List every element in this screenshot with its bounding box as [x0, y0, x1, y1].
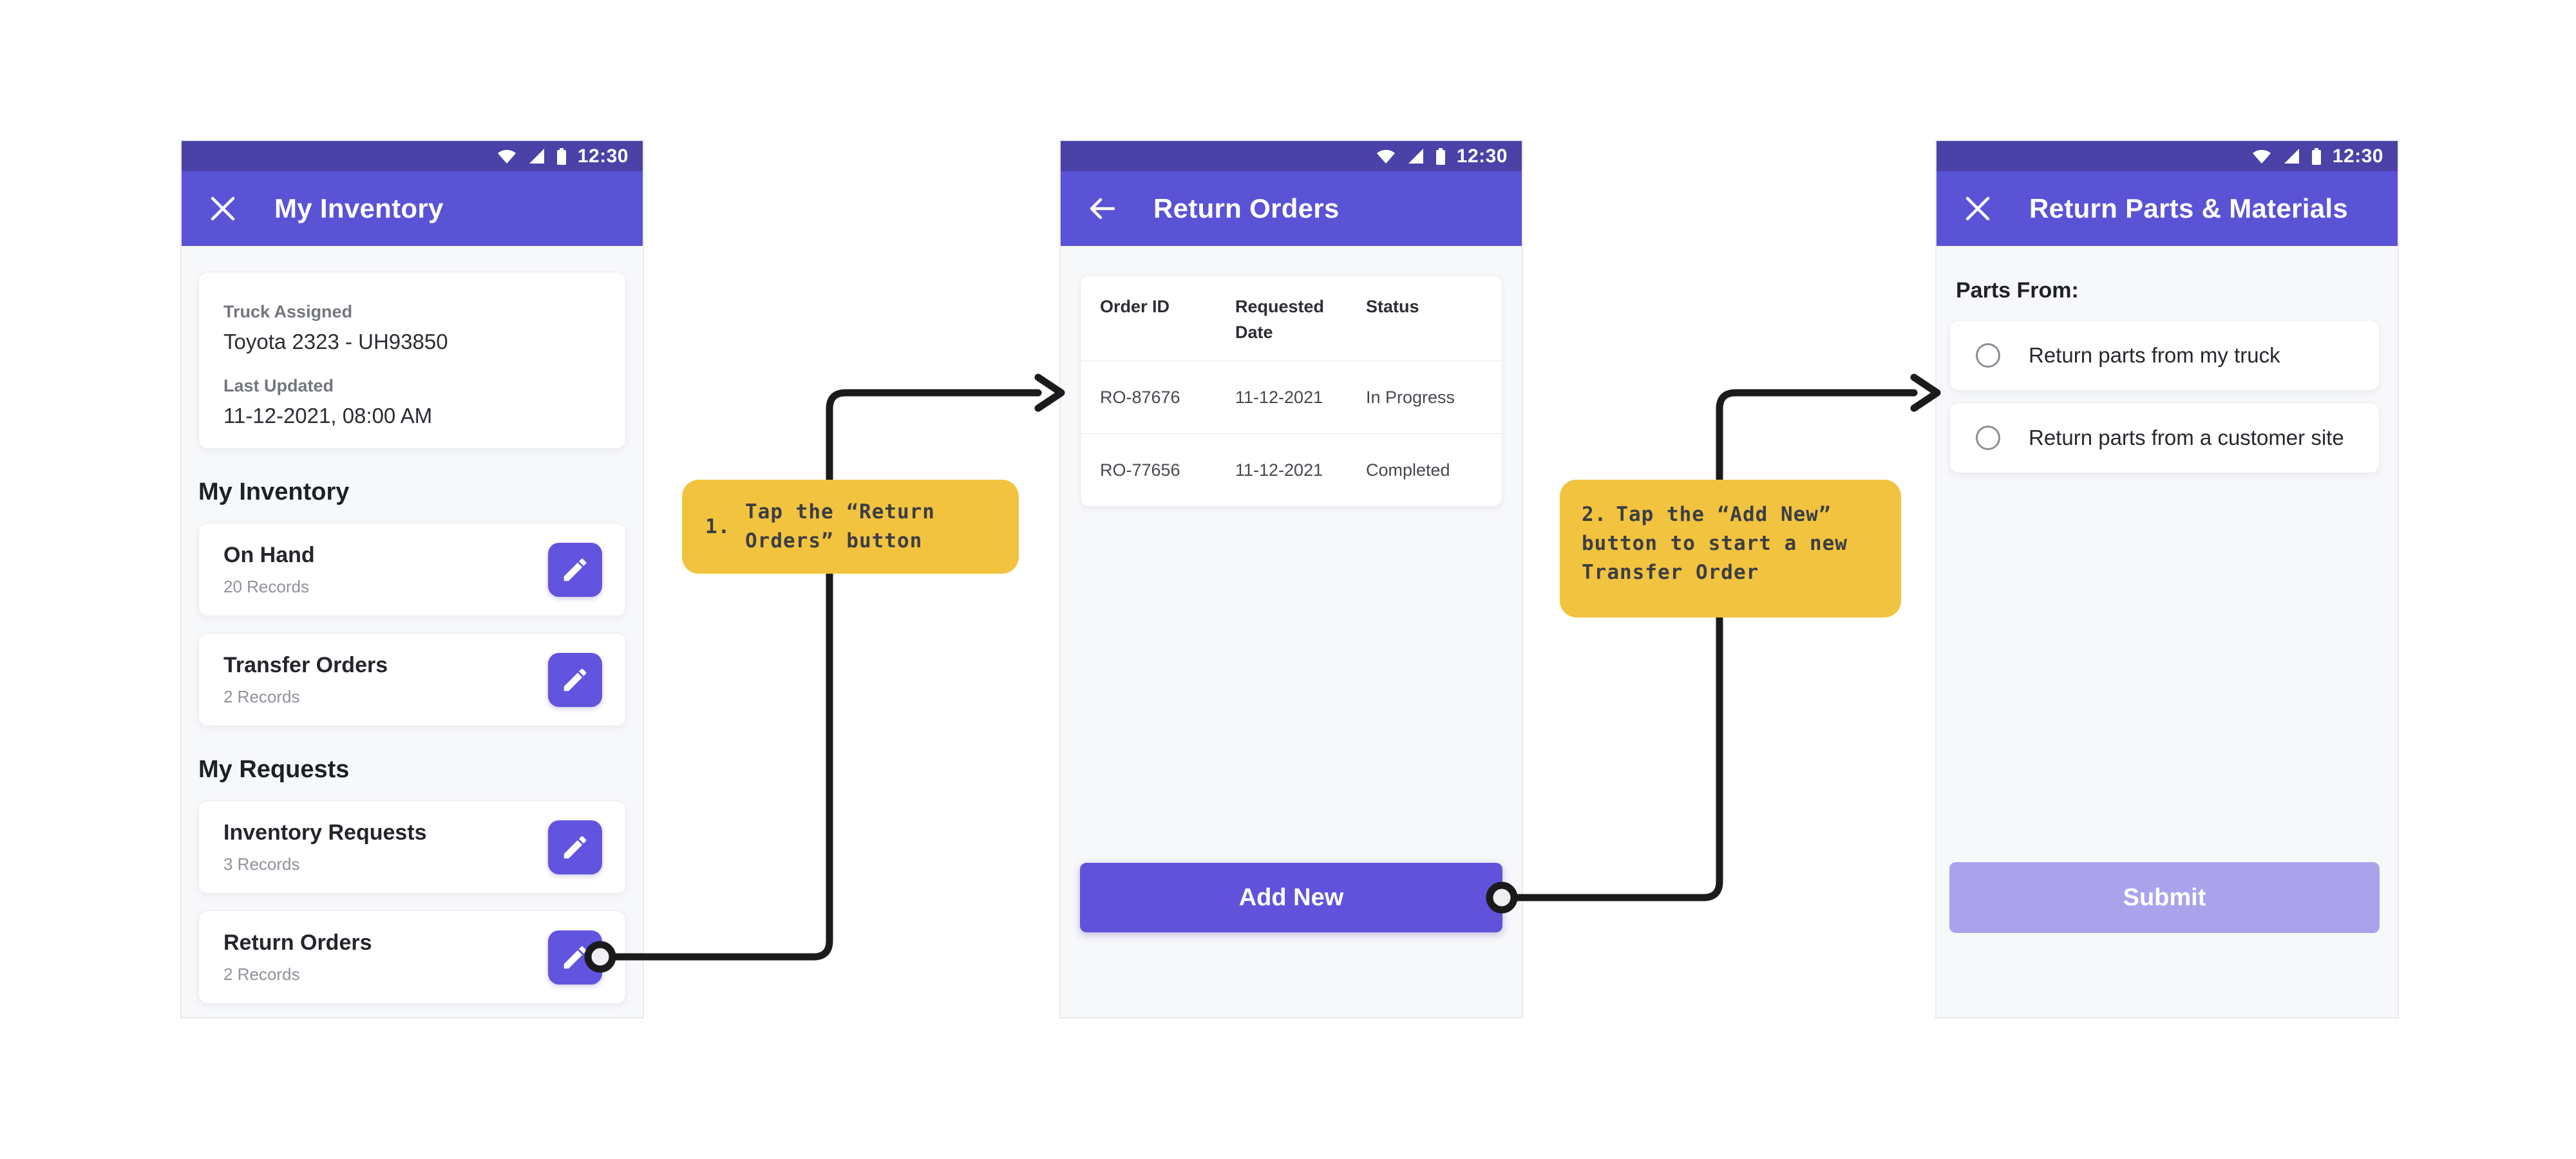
last-updated-value: 11-12-2021, 08:00 AM	[223, 404, 433, 428]
status-bar: 12:30	[1061, 141, 1522, 171]
col-header-order-id: Order ID	[1100, 297, 1170, 316]
screen-my-inventory: 12:30 My Inventory Truck Assigned Toyota…	[180, 140, 644, 1019]
arrowhead-1	[1034, 373, 1065, 412]
return-orders-table: Order ID Requested Date Status RO-87676 …	[1080, 275, 1502, 507]
edit-button[interactable]	[548, 652, 602, 707]
list-item-title: Transfer Orders	[223, 652, 388, 677]
table-divider	[1081, 433, 1502, 434]
truck-info-card: Truck Assigned Toyota 2323 - UH93850 Las…	[198, 272, 626, 449]
cellular-signal-icon	[2284, 148, 2299, 164]
list-item-subtitle: 2 Records	[223, 686, 300, 706]
step-callout-2: 2.Tap the “Add New” button to start a ne…	[1560, 480, 1901, 617]
list-item-inventory-requests[interactable]: Inventory Requests 3 Records	[198, 800, 626, 894]
step-number: 1.	[705, 514, 731, 538]
pencil-icon	[564, 558, 587, 581]
battery-icon	[556, 147, 566, 165]
page-title: My Inventory	[274, 193, 444, 223]
truck-assigned-value: Toyota 2323 - UH93850	[223, 330, 448, 353]
page-title: Return Parts & Materials	[2029, 193, 2349, 223]
status-bar: 12:30	[182, 141, 643, 171]
add-new-button[interactable]: Add New	[1080, 863, 1502, 932]
close-icon[interactable]	[1961, 192, 1994, 225]
page-title: Return Orders	[1153, 193, 1340, 223]
col-header-requested-date: Requested Date	[1235, 297, 1325, 342]
battery-icon	[1435, 147, 1445, 165]
status-time: 12:30	[1456, 145, 1508, 167]
table-row[interactable]: RO-77656 11-12-2021 Completed	[1081, 434, 1502, 506]
step-callout-1: 1. Tap the “Return Orders” button	[682, 480, 1019, 574]
radio-circle[interactable]	[1976, 426, 2000, 450]
cell-order-id: RO-77656	[1100, 460, 1180, 480]
flow-arrow-1	[596, 389, 1042, 961]
parts-from-label: Parts From:	[1956, 278, 2079, 303]
option-label: Return parts from my truck	[2029, 343, 2280, 367]
battery-icon	[2311, 147, 2321, 165]
back-arrow-icon[interactable]	[1085, 192, 1119, 225]
pencil-icon	[564, 836, 587, 858]
list-item-transfer-orders[interactable]: Transfer Orders 2 Records	[198, 633, 626, 726]
wifi-icon	[1376, 149, 1395, 164]
truck-assigned-label: Truck Assigned	[223, 302, 353, 321]
col-header-status: Status	[1366, 297, 1419, 316]
step-text: Tap the “Return Orders” button	[745, 500, 935, 552]
status-time: 12:30	[577, 145, 629, 167]
close-icon[interactable]	[206, 192, 240, 225]
screen-return-orders: 12:30 Return Orders Order ID Requested D…	[1059, 140, 1523, 1019]
flow-arrow-2	[1498, 389, 1918, 901]
app-bar: Return Orders	[1061, 171, 1522, 246]
step-number: 2.	[1582, 503, 1607, 526]
edit-button-return-orders[interactable]	[548, 930, 602, 985]
wifi-icon	[2252, 149, 2271, 164]
pencil-icon	[564, 668, 587, 691]
app-bar: My Inventory	[182, 171, 643, 246]
last-updated-label: Last Updated	[223, 376, 334, 395]
list-item-subtitle: 20 Records	[223, 576, 309, 596]
screen-return-parts-materials: 12:30 Return Parts & Materials Parts Fro…	[1935, 140, 2399, 1019]
list-item-on-hand[interactable]: On Hand 20 Records	[198, 523, 626, 616]
section-my-requests: My Requests	[198, 756, 350, 783]
table-header-row: Order ID Requested Date Status	[1081, 276, 1502, 361]
cell-requested-date: 11-12-2021	[1235, 387, 1323, 407]
cellular-signal-icon	[529, 148, 544, 164]
arrowhead-2	[1910, 373, 1941, 412]
option-label: Return parts from a customer site	[2029, 426, 2344, 449]
cellular-signal-icon	[1408, 148, 1423, 164]
wifi-icon	[497, 149, 516, 164]
section-my-inventory: My Inventory	[198, 478, 350, 505]
cell-status: In Progress	[1366, 387, 1455, 407]
step-text: Tap the “Add New” button to start a new …	[1582, 503, 1848, 584]
list-item-return-orders[interactable]: Return Orders 2 Records	[198, 910, 626, 1004]
table-row[interactable]: RO-87676 11-12-2021 In Progress	[1081, 361, 1502, 433]
cell-status: Completed	[1366, 460, 1450, 480]
status-bar: 12:30	[1937, 141, 2398, 171]
submit-button[interactable]: Submit	[1949, 862, 2380, 933]
cell-order-id: RO-87676	[1100, 387, 1180, 407]
edit-button[interactable]	[548, 542, 602, 597]
option-return-from-customer-site[interactable]: Return parts from a customer site	[1949, 402, 2380, 473]
edit-button[interactable]	[548, 820, 602, 874]
list-item-subtitle: 3 Records	[223, 854, 300, 874]
option-return-from-truck[interactable]: Return parts from my truck	[1949, 320, 2380, 391]
list-item-subtitle: 2 Records	[223, 964, 300, 984]
pencil-icon	[564, 946, 587, 968]
list-item-title: Inventory Requests	[223, 820, 427, 845]
cell-requested-date: 11-12-2021	[1235, 460, 1323, 480]
list-item-title: Return Orders	[223, 930, 372, 955]
radio-circle[interactable]	[1976, 343, 2000, 368]
list-item-title: On Hand	[223, 542, 315, 567]
status-time: 12:30	[2332, 145, 2383, 167]
app-bar: Return Parts & Materials	[1937, 171, 2398, 246]
